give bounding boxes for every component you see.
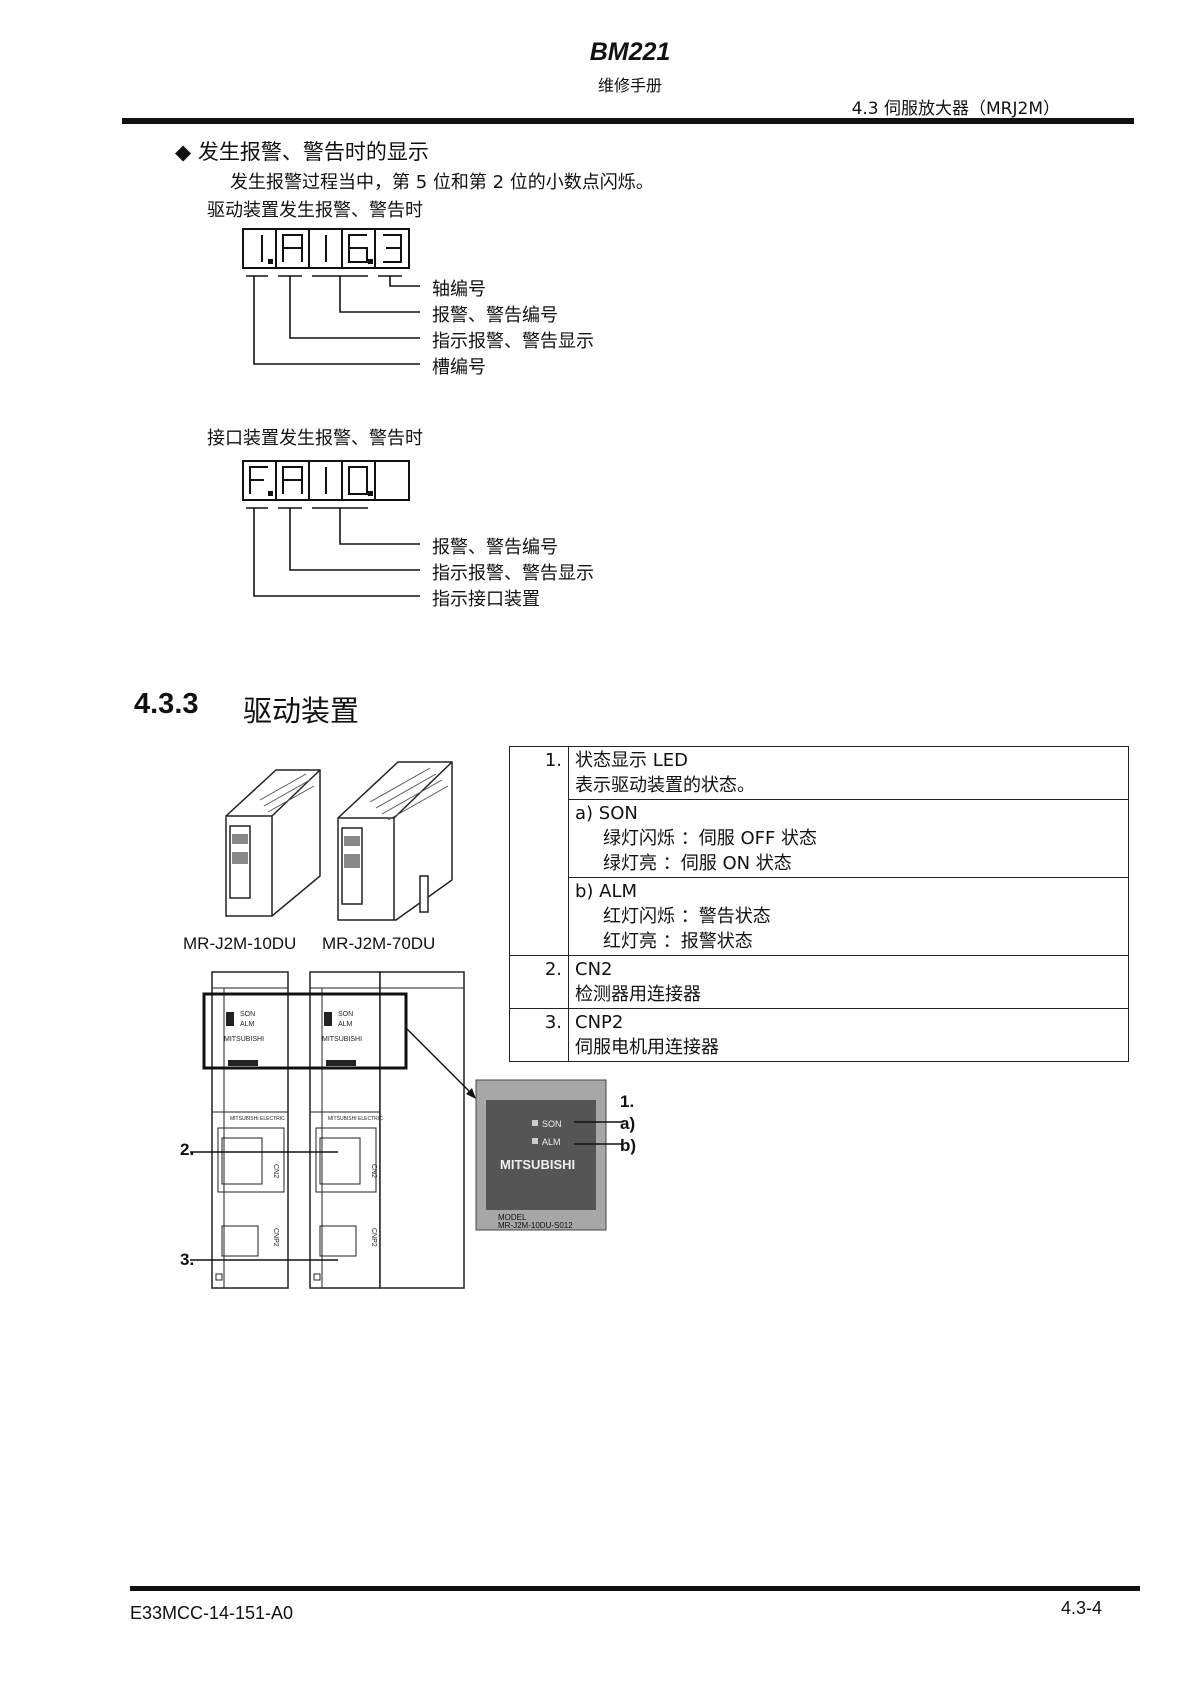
led-description-table: 1. 状态显示 LED 表示驱动装置的状态。 a) SON 绿灯闪烁 ：伺服 O… <box>509 746 1129 1062</box>
model-caption-10du: MR-J2M-10DU <box>183 934 296 954</box>
cell-line: 表示驱动装置的状态。 <box>575 773 1122 798</box>
model-caption-70du: MR-J2M-70DU <box>322 934 435 954</box>
alarm-heading: ◆ 发生报警、警告时的显示 <box>175 136 429 166</box>
row-number: 1. <box>510 747 569 956</box>
zoom-brand-text: MITSUBISHI <box>500 1157 575 1172</box>
cell-line: CN2 <box>575 957 1122 982</box>
zoom-son-text: SON <box>542 1119 562 1129</box>
zoom-alm-text: ALM <box>542 1137 561 1147</box>
callout-b: b) <box>620 1136 636 1156</box>
callout-3: 3. <box>180 1250 194 1270</box>
table-cell: a) SON 绿灯闪烁 ：伺服 OFF 状态 绿灯亮 ：伺服 ON 状态 <box>569 800 1129 878</box>
drive-label-axis: 轴编号 <box>432 275 486 301</box>
document-subtitle: 维修手册 <box>0 72 1190 96</box>
drive-units-illustration <box>220 756 460 931</box>
table-row: b) ALM 红灯闪烁 ：警告状态 红灯亮 ：报警状态 <box>510 878 1129 956</box>
cell-line: 伺服电机用连接器 <box>575 1035 1122 1060</box>
footer-rule <box>130 1586 1140 1591</box>
row-number: 2. <box>510 956 569 1009</box>
table-row: 3. CNP2 伺服电机用连接器 <box>510 1009 1129 1062</box>
unit1-cnp2-text: CNP2 <box>272 1228 279 1247</box>
section-header: 4.3 伺服放大器（MRJ2M） <box>852 94 1060 119</box>
iface-label-indicator: 指示报警、警告显示 <box>432 559 594 585</box>
drive-label-indicator: 指示报警、警告显示 <box>432 327 594 353</box>
header-rule <box>122 118 1134 124</box>
callout-a: a) <box>620 1114 635 1134</box>
unit2-alm-text: ALM <box>338 1021 353 1028</box>
iface-label-alarm-no: 报警、警告编号 <box>432 533 558 559</box>
drive-label-slot: 槽编号 <box>432 353 486 379</box>
cell-line: 绿灯亮 ：伺服 ON 状态 <box>575 851 1122 876</box>
table-row: 1. 状态显示 LED 表示驱动装置的状态。 <box>510 747 1129 800</box>
cell-line: 红灯亮 ：报警状态 <box>575 929 1122 954</box>
unit1-alm-text: ALM <box>240 1021 255 1028</box>
callout-1: 1. <box>620 1092 634 1112</box>
drive-label-alarm-no: 报警、警告编号 <box>432 301 558 327</box>
table-cell: CNP2 伺服电机用连接器 <box>569 1009 1129 1062</box>
document-title: BM221 <box>0 38 1190 67</box>
row-number: 3. <box>510 1009 569 1062</box>
table-cell: CN2 检测器用连接器 <box>569 956 1129 1009</box>
table-row: 2. CN2 检测器用连接器 <box>510 956 1129 1009</box>
cell-line: CNP2 <box>575 1010 1122 1035</box>
unit2-brand-text: MITSUBISHI <box>322 1036 362 1043</box>
section-title: 驱动装置 <box>243 688 359 730</box>
unit2-cnp2-text: CNP2 <box>370 1228 377 1247</box>
section-number: 4.3.3 <box>134 688 199 721</box>
table-cell: 状态显示 LED 表示驱动装置的状态。 <box>569 747 1129 800</box>
iface-label-interface: 指示接口装置 <box>432 585 540 611</box>
iface-alarm-caption: 接口装置发生报警、警告时 <box>207 424 423 450</box>
unit1-cn2-text: CN2 <box>272 1164 279 1178</box>
unit2-cn2-text: CN2 <box>370 1164 377 1178</box>
unit2-maker-text: MITSUBISHI ELECTRIC <box>328 1116 383 1122</box>
drive-alarm-caption: 驱动装置发生报警、警告时 <box>207 196 423 222</box>
zoom-model-no-text: MR-J2M-10DU-S012 <box>498 1221 573 1230</box>
alarm-description: 发生报警过程当中，第 5 位和第 2 位的小数点闪烁。 <box>230 168 654 194</box>
cell-line: 检测器用连接器 <box>575 982 1122 1007</box>
unit2-son-text: SON <box>338 1011 353 1018</box>
table-cell: b) ALM 红灯闪烁 ：警告状态 红灯亮 ：报警状态 <box>569 878 1129 956</box>
table-row: a) SON 绿灯闪烁 ：伺服 OFF 状态 绿灯亮 ：伺服 ON 状态 <box>510 800 1129 878</box>
unit1-son-text: SON <box>240 1011 255 1018</box>
cell-line: a) SON <box>575 801 1122 826</box>
cell-line: 红灯闪烁 ：警告状态 <box>575 904 1122 929</box>
cell-line: 绿灯闪烁 ：伺服 OFF 状态 <box>575 826 1122 851</box>
cell-line: b) ALM <box>575 879 1122 904</box>
document-number: E33MCC-14-151-A0 <box>130 1603 293 1624</box>
page-number: 4.3-4 <box>1061 1598 1102 1619</box>
cell-line: 状态显示 LED <box>575 748 1122 773</box>
unit1-maker-text: MITSUBISHI ELECTRIC <box>230 1116 285 1122</box>
unit1-brand-text: MITSUBISHI <box>224 1036 264 1043</box>
callout-2: 2. <box>180 1140 194 1160</box>
